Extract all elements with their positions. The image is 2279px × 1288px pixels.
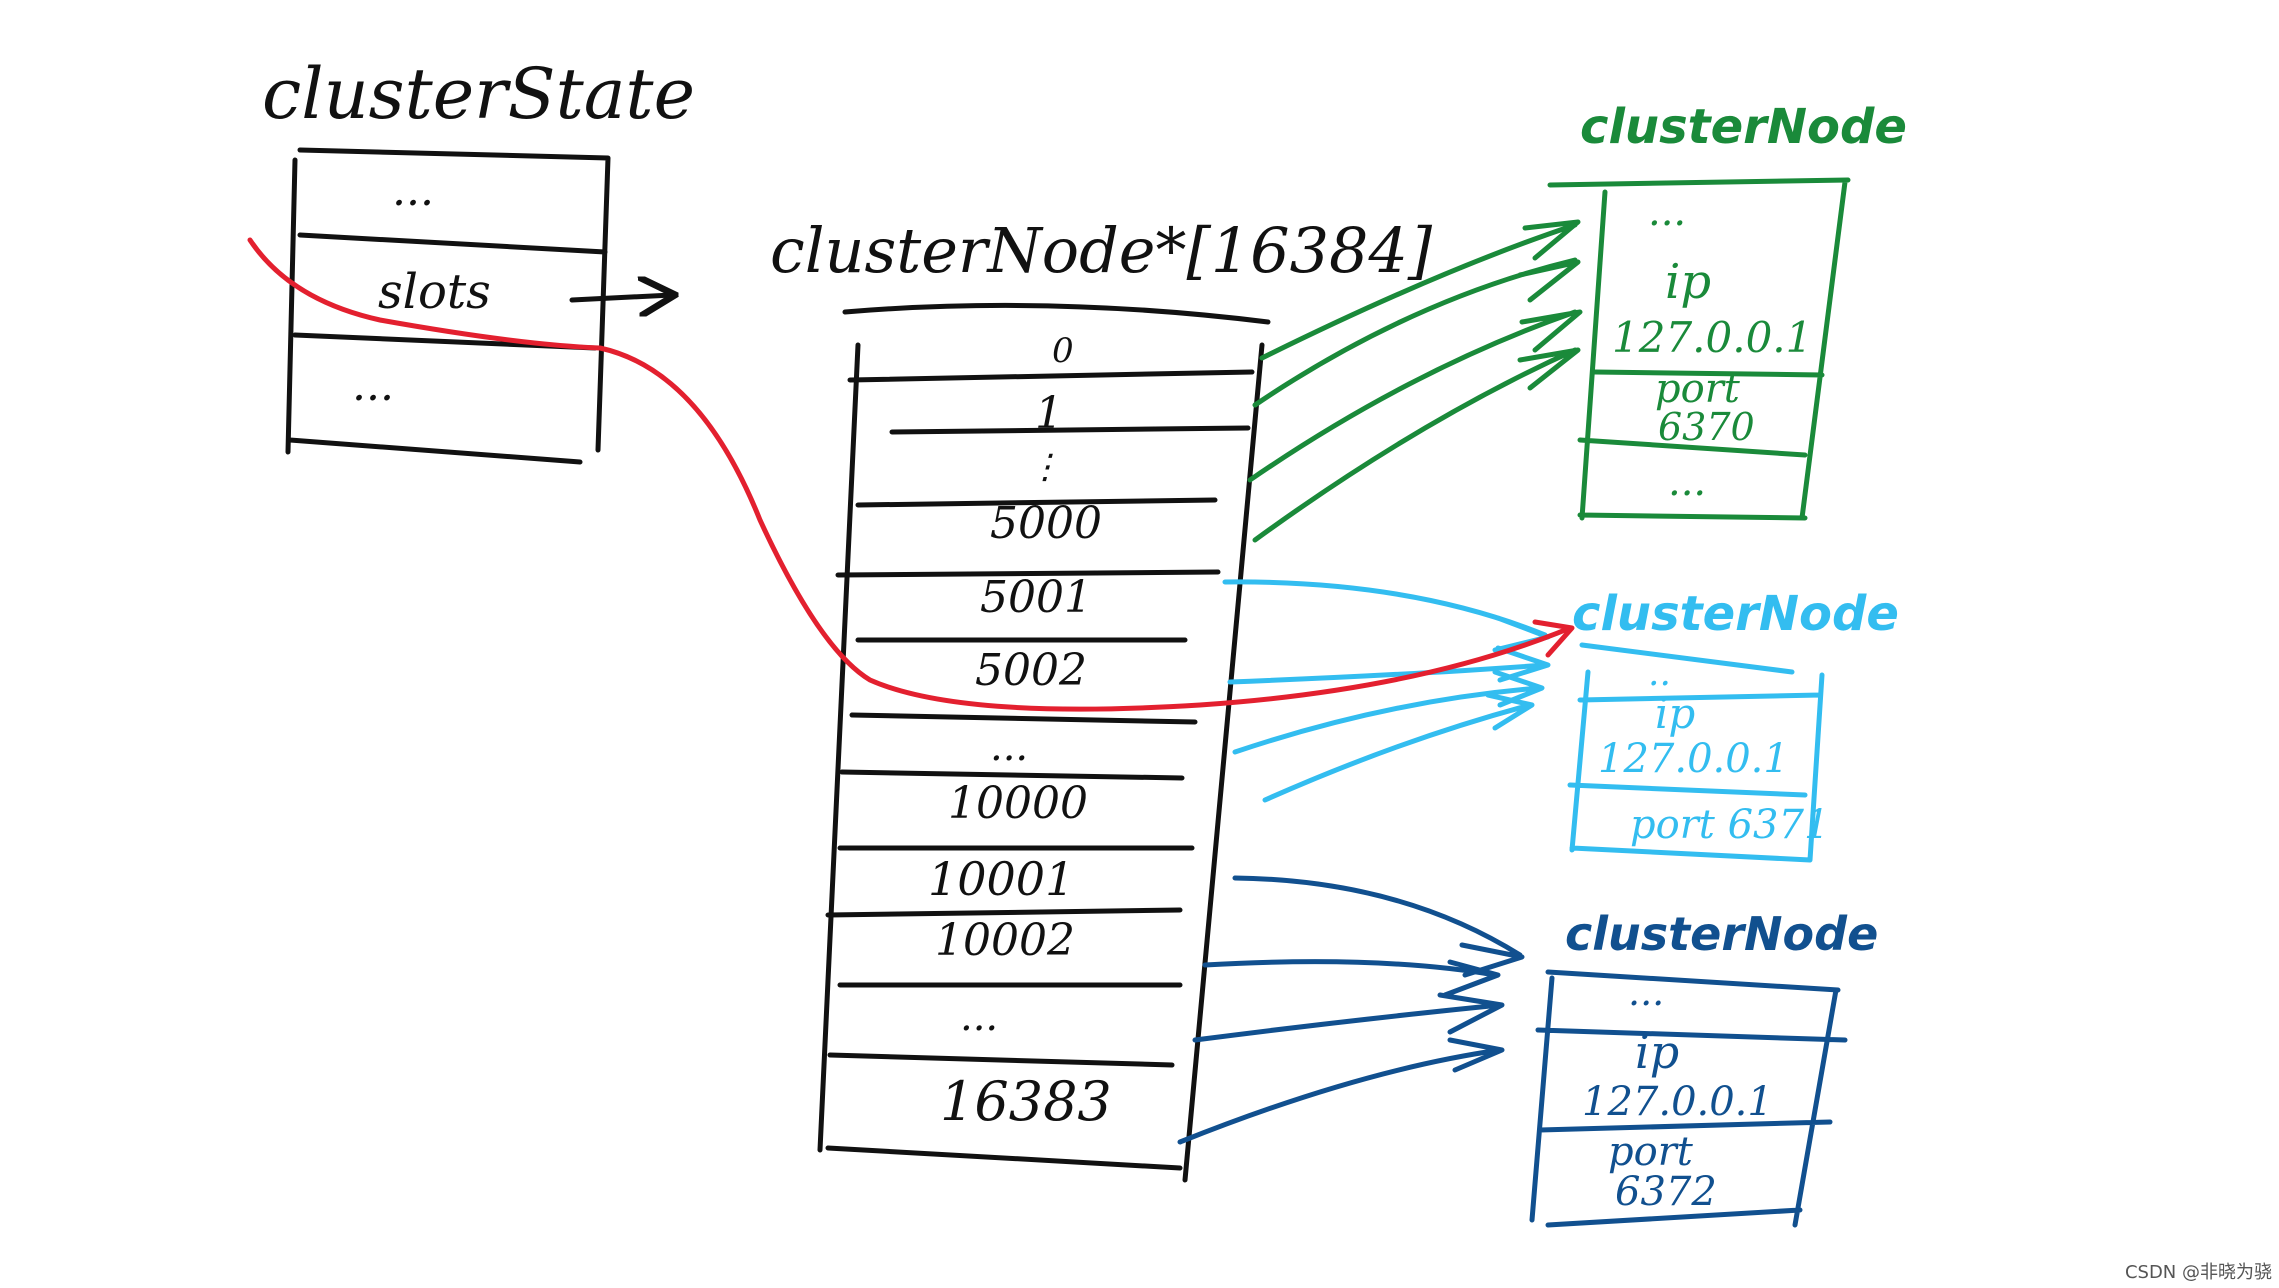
cluster-state-row-0: ... [392, 165, 434, 216]
slot-row-label: 10001 [928, 852, 1074, 906]
node-lightblue-row-0: .. [1648, 653, 1671, 694]
slot-row-label: 1 [1035, 388, 1063, 439]
node-darkblue-row-0: ... [1628, 970, 1664, 1014]
slot-row-label: ... [990, 724, 1028, 770]
node-darkblue-box [1529, 969, 1848, 1228]
arrow-green-0 [1259, 219, 1581, 361]
node-darkblue-row-ipaddr: 127.0.0.1 [1582, 1079, 1773, 1125]
arrow-green-2 [1247, 309, 1583, 483]
red-arrowhead [1532, 619, 1575, 658]
arrows-lightblue [1222, 579, 1551, 803]
slot-row-label: 10000 [948, 778, 1088, 829]
slots-arrow [569, 295, 672, 300]
slot-row-label: 0 [1052, 331, 1074, 371]
node-darkblue-row-port: port [1608, 1129, 1694, 1175]
node-darkblue-row-ip: ip [1635, 1025, 1679, 1079]
node-green-title: clusterNode [1580, 99, 1907, 155]
arrows-darkblue [1177, 875, 1525, 1145]
slots-array-title: clusterNode*[16384] [770, 214, 1433, 287]
cluster-node-green: clusterNode ... ip 127.0.0.1 port 6370 .… [1547, 99, 1907, 521]
node-lightblue-title: clusterNode [1572, 586, 1899, 642]
slot-row-label: ... [960, 994, 998, 1040]
arrow-lightblue-0 [1222, 579, 1551, 653]
arrow-lightblue-3 [1262, 692, 1535, 803]
node-lightblue-row-ipaddr: 127.0.0.1 [1598, 736, 1789, 782]
cluster-node-darkblue: clusterNode ... ip 127.0.0.1 port 6372 [1529, 907, 1878, 1228]
slot-row-label: ⋮ [1028, 447, 1062, 487]
slot-row-label: 5000 [990, 498, 1102, 549]
node-lightblue-box [1567, 642, 1825, 863]
cluster-state-row-2: ... [352, 360, 394, 411]
node-green-row-ipaddr: 127.0.0.1 [1612, 313, 1812, 362]
cluster-state-title: clusterState [262, 53, 695, 135]
slots-array: clusterNode*[16384] 0 1 ⋮ 5000 5001 5002... 10… [770, 214, 1433, 1183]
node-lightblue-row-ip: ip [1655, 689, 1695, 738]
cluster-state-box [285, 147, 611, 465]
node-green-box [1547, 177, 1851, 521]
slot-row-label: 10002 [935, 915, 1075, 966]
arrow-darkblue-2 [1192, 992, 1505, 1043]
slot-row-label: 16383 [940, 1070, 1112, 1133]
node-darkblue-title: clusterNode [1565, 907, 1878, 961]
lookup-path-red [247, 237, 1575, 712]
cluster-node-lightblue: clusterNode .. ip 127.0.0.1 port 6371 [1567, 586, 1899, 863]
node-lightblue-row-port: port 6371 [1630, 802, 1829, 848]
cluster-state: clusterState ... slots ... [262, 53, 695, 465]
arrow-darkblue-3 [1177, 1037, 1505, 1145]
cluster-state-divider [297, 232, 608, 255]
watermark: CSDN @非晓为骁 [2125, 1262, 2272, 1283]
slots-array-box [817, 302, 1271, 1183]
node-green-row-0: ... [1648, 189, 1686, 235]
node-green-row-port: port [1655, 366, 1741, 412]
arrow-darkblue-1 [1202, 959, 1501, 998]
slots-array-rows: 0 1 ⋮ 5000 5001 5002... 10000 10001 10002... 1638… [928, 331, 1112, 1133]
slot-row-label: 5001 [980, 572, 1092, 623]
node-darkblue-row-portnum: 6372 [1615, 1169, 1717, 1215]
slots-array-dividers [825, 369, 1255, 1068]
red-curve [247, 237, 1573, 712]
arrows-green [1247, 219, 1583, 543]
node-green-row-portnum: 6370 [1658, 405, 1755, 449]
node-green-row-5: ... [1668, 459, 1706, 505]
slot-row-label: 5002 [975, 645, 1087, 696]
cluster-state-row-slots: slots [378, 264, 491, 320]
arrow-lightblue-1 [1227, 645, 1551, 685]
node-green-row-ip: ip [1665, 254, 1711, 310]
arrow-green-3 [1252, 347, 1581, 543]
arrow-green-1 [1252, 257, 1581, 408]
